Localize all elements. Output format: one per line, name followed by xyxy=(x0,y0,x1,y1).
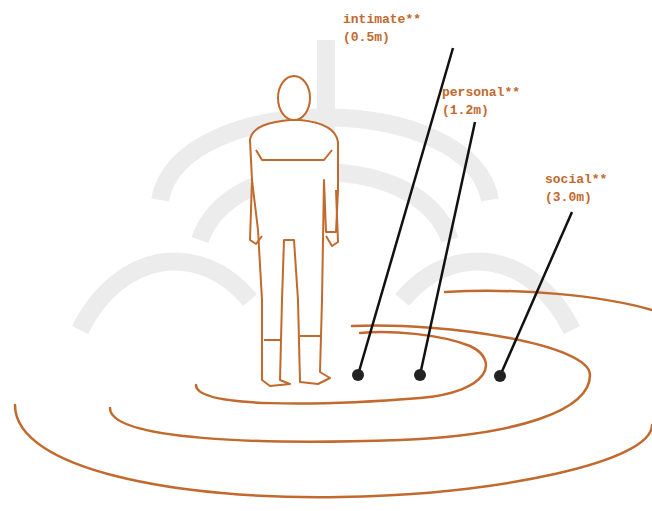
person-cuff xyxy=(264,336,320,340)
person-head xyxy=(278,76,310,120)
zone-name: intimate** xyxy=(343,12,421,28)
person-body xyxy=(250,120,338,386)
zone-distance: (0.5m) xyxy=(343,30,390,46)
person-arm xyxy=(326,190,338,246)
intimate-ring xyxy=(196,332,486,403)
zone-name: personal** xyxy=(442,85,520,101)
leader-lines xyxy=(358,48,572,376)
person-arm xyxy=(250,180,262,244)
zone-distance: (1.2m) xyxy=(442,103,489,119)
personal-ring xyxy=(110,326,590,442)
zone-dots xyxy=(352,369,506,382)
zone-dot xyxy=(494,370,506,382)
leader-line xyxy=(500,212,572,376)
watermark-arc xyxy=(80,261,250,330)
zone-name: social** xyxy=(545,172,607,188)
leader-line xyxy=(420,122,475,375)
zone-rings xyxy=(15,291,652,497)
leader-line xyxy=(358,48,453,375)
zone-dot xyxy=(414,369,426,381)
social-ring-back xyxy=(445,291,652,310)
person-sleeve xyxy=(256,150,332,160)
person-figure xyxy=(250,76,338,386)
zone-dot xyxy=(352,369,364,381)
zone-distance: (3.0m) xyxy=(545,190,592,206)
social-ring xyxy=(15,405,652,497)
